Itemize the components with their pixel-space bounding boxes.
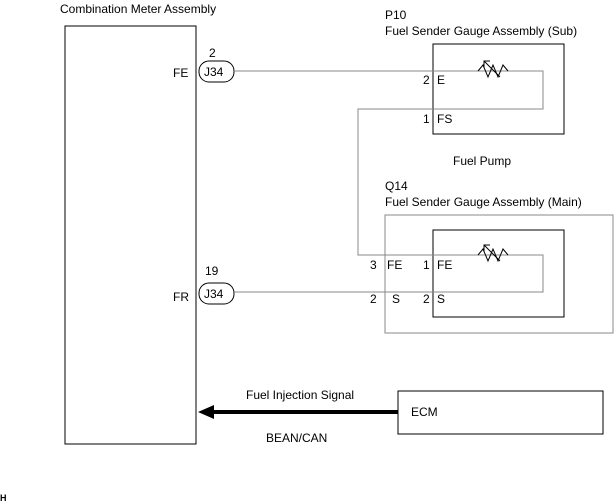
sub-gauge-code: P10 (385, 8, 407, 22)
footer-mark: H (0, 493, 7, 503)
sub-gauge-arrowhead (483, 60, 490, 67)
main-gauge-resistor-arrow (483, 244, 501, 262)
meter-title: Combination Meter Assembly (60, 2, 216, 16)
main-gauge-outer-box (384, 214, 614, 334)
meter-pin-fr-number: 19 (205, 264, 219, 278)
main-gauge-resistor-icon (477, 247, 509, 263)
main-gauge-inner-fe-number: 1 (423, 258, 430, 272)
connector-j34-fr-label: J34 (204, 287, 224, 301)
signal-arrowhead-icon (198, 405, 214, 419)
main-gauge-inner-s-label: S (437, 292, 445, 306)
sub-gauge-pin-fs-label: FS (437, 112, 452, 126)
wire-sub-fs-to-main-fe (357, 108, 433, 256)
sub-gauge-box (432, 43, 565, 135)
main-gauge-outer-s-label: S (392, 292, 400, 306)
main-gauge-title: Fuel Sender Gauge Assembly (Main) (385, 195, 582, 209)
sub-gauge-pin-e-number: 2 (423, 73, 430, 87)
meter-pin-fe-label: FE (173, 66, 188, 80)
ecm-label: ECM (411, 405, 438, 419)
sub-gauge-title: Fuel Sender Gauge Assembly (Sub) (385, 24, 577, 38)
main-gauge-resistor-wire (433, 254, 544, 293)
main-gauge-arrowhead (483, 244, 490, 251)
main-gauge-code: Q14 (385, 179, 408, 193)
connector-j34-fe-label: J34 (204, 65, 224, 79)
bus-type-label: BEAN/CAN (266, 431, 327, 445)
sub-gauge-resistor-wire (433, 70, 544, 110)
fuel-injection-signal-label: Fuel Injection Signal (246, 388, 354, 402)
combination-meter-box (64, 25, 197, 445)
main-gauge-inner-fe-label: FE (437, 258, 452, 272)
main-gauge-inner-box (432, 229, 565, 318)
sub-gauge-resistor-arrow (483, 60, 501, 78)
main-gauge-outer-fe-label: FE (387, 258, 402, 272)
fuel-pump-label: Fuel Pump (453, 154, 511, 168)
meter-pin-fr-label: FR (173, 290, 189, 304)
main-gauge-inner-s-number: 2 (423, 292, 430, 306)
sub-gauge-pin-fs-number: 1 (423, 112, 430, 126)
sub-gauge-pin-e-label: E (437, 73, 445, 87)
main-gauge-outer-fe-number: 3 (370, 258, 377, 272)
sub-gauge-resistor-icon (477, 63, 509, 79)
main-gauge-outer-s-number: 2 (370, 292, 377, 306)
connector-j34-fr (198, 282, 235, 305)
meter-pin-fe-number: 2 (209, 46, 216, 60)
